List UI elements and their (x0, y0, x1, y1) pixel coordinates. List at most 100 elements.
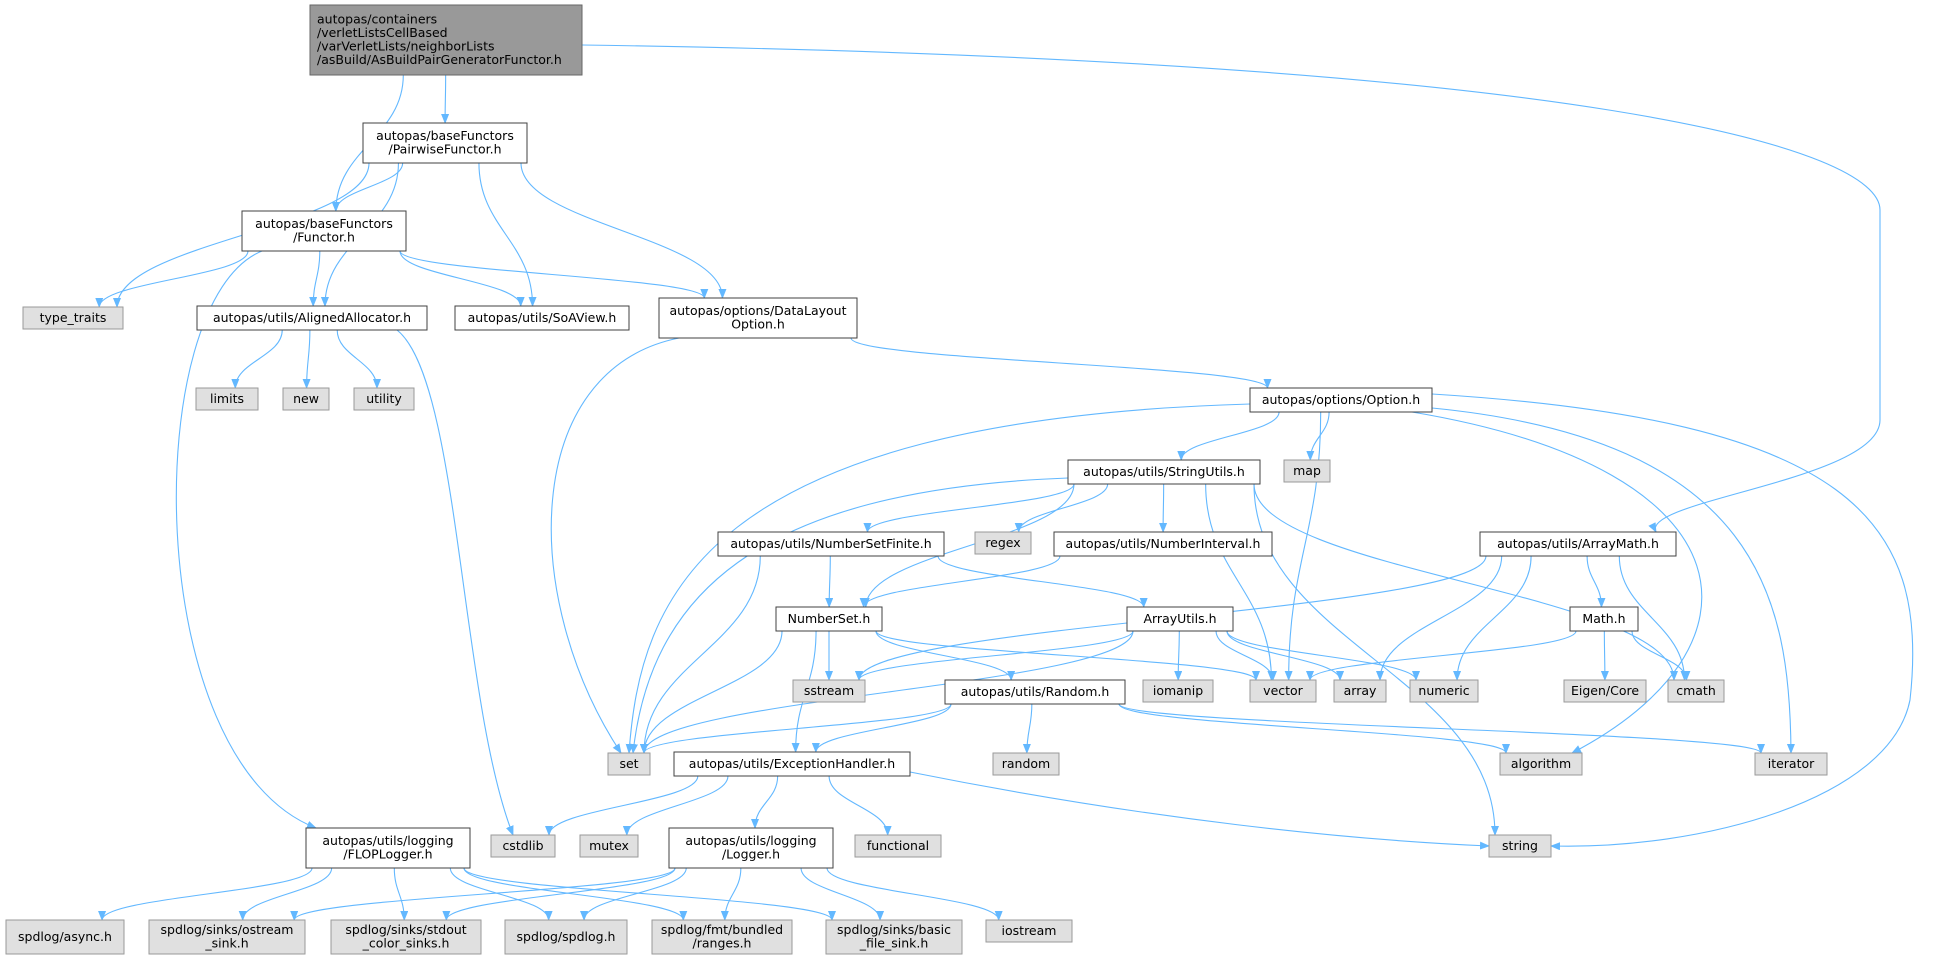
node-box (490, 834, 556, 858)
edge-functor-to-datalayout (399, 250, 709, 299)
node-label-line: string (1502, 838, 1538, 853)
edge-floplogger-to-spd_async (98, 867, 313, 921)
edge-arrayutils-to-array (1226, 630, 1345, 681)
node-box (1488, 834, 1552, 858)
edge-pairwise-to-functor (331, 162, 404, 212)
node-label-line: autopas/utils/logging (685, 833, 816, 848)
node-label-line: autopas/containers (317, 12, 437, 27)
node-box (985, 919, 1073, 943)
node-label-line: spdlog/fmt/bundled (661, 922, 783, 937)
node-exception[interactable]: autopas/utils/ExceptionHandler.h (673, 751, 911, 777)
node-spd_ostream: spdlog/sinks/ostream_sink.h (148, 919, 306, 955)
node-numberset[interactable]: NumberSet.h (775, 606, 883, 632)
node-box (1333, 679, 1387, 703)
node-label-line: numeric (1418, 683, 1469, 698)
node-label-line: cstdlib (502, 838, 543, 853)
node-arraymath[interactable]: autopas/utils/ArrayMath.h (1479, 531, 1677, 557)
node-box (241, 210, 407, 252)
node-label-line: /varVerletLists/neighborLists (317, 39, 494, 54)
edge-numbersetfinite-to-arrayutils (937, 555, 1148, 608)
node-set: set (607, 752, 651, 776)
edge-exception-to-logger (751, 775, 779, 829)
node-utility: utility (353, 387, 415, 411)
edge-option-to-stringutils (1177, 411, 1280, 461)
node-label-line: iostream (1002, 923, 1057, 938)
node-soaview[interactable]: autopas/utils/SoAView.h (454, 305, 630, 331)
node-box (974, 531, 1032, 555)
node-functor[interactable]: autopas/baseFunctors/Functor.h (241, 210, 407, 252)
node-label-line: autopas/baseFunctors (255, 216, 393, 231)
node-label-line: NumberSet.h (788, 611, 871, 626)
node-aligned[interactable]: autopas/utils/AlignedAllocator.h (196, 305, 428, 331)
node-pairwise[interactable]: autopas/baseFunctors/PairwiseFunctor.h (362, 122, 528, 164)
node-floplogger[interactable]: autopas/utils/logging/FLOPLogger.h (305, 827, 471, 869)
edge-stringutils-to-numbersetfinite (863, 483, 1075, 533)
node-new: new (282, 387, 330, 411)
edge-arrayutils-to-vector (1215, 630, 1277, 681)
edge-option-to-string (1431, 393, 1914, 851)
edge-mathh-to-eigen (1600, 630, 1609, 681)
node-box (22, 306, 124, 330)
edge-logger-to-spd_basic (800, 867, 885, 921)
node-label-line: Eigen/Core (1571, 683, 1639, 698)
node-label-line: /ranges.h (693, 936, 752, 951)
node-spd_spdlog: spdlog/spdlog.h (504, 919, 628, 955)
node-root[interactable]: autopas/containers/verletListsCellBased/… (309, 4, 583, 76)
node-box (1283, 459, 1331, 483)
node-label-line: autopas/utils/StringUtils.h (1083, 464, 1245, 479)
edge-random_h-to-exception (811, 703, 952, 753)
node-box (1409, 679, 1479, 703)
node-label-line: sstream (804, 683, 854, 698)
edge-random_h-to-random (1022, 703, 1033, 754)
node-box (1126, 606, 1234, 632)
edge-arrayutils-to-set (640, 630, 1134, 754)
node-label-line: autopas/utils/ArrayMath.h (1497, 536, 1659, 551)
node-spd_async: spdlog/async.h (5, 919, 125, 955)
node-spd_basic: spdlog/sinks/basic_file_sink.h (825, 919, 963, 955)
node-label-line: Option.h (731, 317, 785, 332)
edge-floplogger-to-spd_stdout (393, 867, 409, 921)
edge-root-to-pairwise (441, 74, 450, 124)
node-label-line: autopas/utils/Random.h (961, 684, 1110, 699)
edge-exception-to-string (909, 771, 1490, 850)
node-label-line: vector (1263, 683, 1304, 698)
node-arrayutils[interactable]: ArrayUtils.h (1126, 606, 1234, 632)
node-box (1053, 531, 1273, 557)
edge-aligned-to-cstdlib (396, 329, 514, 836)
node-label-line: map (1293, 463, 1321, 478)
node-box (1479, 531, 1677, 557)
node-box (1249, 679, 1317, 703)
node-box (717, 531, 945, 557)
node-label-line: limits (210, 391, 244, 406)
node-logger[interactable]: autopas/utils/logging/Logger.h (668, 827, 834, 869)
edge-numbersetfinite-to-set (640, 555, 761, 754)
edge-pairwise-to-datalayout (520, 162, 727, 299)
edge-logger-to-spd_fmt (720, 867, 742, 921)
edge-arraymath-to-mathh (1586, 555, 1606, 608)
node-label-line: spdlog/sinks/stdout (345, 922, 466, 937)
edge-floplogger-to-spd_spdlog (449, 867, 553, 921)
node-stringutils[interactable]: autopas/utils/StringUtils.h (1067, 459, 1261, 485)
edge-mathh-to-cmath (1631, 630, 1691, 681)
node-numberinterval[interactable]: autopas/utils/NumberInterval.h (1053, 531, 1273, 557)
node-box (1569, 606, 1639, 632)
node-label-line: set (619, 756, 638, 771)
node-label-line: /verletListsCellBased (317, 25, 448, 40)
node-numbersetfinite[interactable]: autopas/utils/NumberSetFinite.h (717, 531, 945, 557)
edge-arrayutils-to-iomanip (1174, 630, 1183, 681)
node-sstream: sstream (792, 679, 866, 703)
node-label-line: autopas/utils/ExceptionHandler.h (689, 756, 895, 771)
node-box (607, 752, 651, 776)
node-random_h[interactable]: autopas/utils/Random.h (944, 679, 1126, 705)
node-algorithm: algorithm (1499, 752, 1583, 776)
edge-numberinterval-to-numberset (859, 555, 1061, 608)
node-label-line: functional (867, 838, 929, 853)
node-mathh[interactable]: Math.h (1569, 606, 1639, 632)
node-functional: functional (854, 834, 942, 858)
node-cstdlib: cstdlib (490, 834, 556, 858)
node-label-line: autopas/utils/NumberSetFinite.h (730, 536, 931, 551)
node-spd_stdout: spdlog/sinks/stdout_color_sinks.h (330, 919, 482, 955)
node-box (1563, 679, 1647, 703)
node-option[interactable]: autopas/options/Option.h (1249, 387, 1433, 413)
